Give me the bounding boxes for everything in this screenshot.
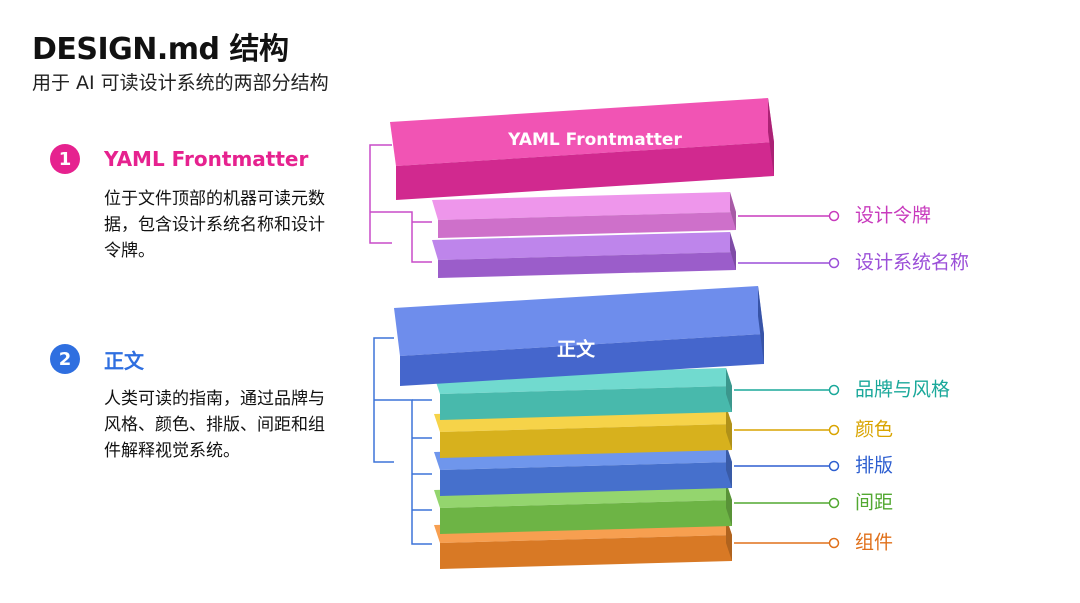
- leader-dot: [828, 460, 840, 472]
- section-title: YAML Frontmatter: [104, 147, 309, 171]
- leader-dot: [828, 257, 840, 269]
- leader-dot: [828, 424, 840, 436]
- body-layer-label: 组件: [855, 532, 893, 554]
- bracket-body-inner: [374, 399, 432, 545]
- frontmatter-layer-label: 设计令牌: [855, 205, 931, 227]
- body-layer-label: 颜色: [855, 419, 893, 441]
- page-subtitle: 用于 AI 可读设计系统的两部分结构: [32, 72, 329, 94]
- leader-dot: [828, 497, 840, 509]
- section-title: 正文: [104, 348, 144, 373]
- body-layer-label: 品牌与风格: [855, 379, 950, 401]
- section-number-badge: 2: [50, 344, 80, 374]
- body-block-label: 正文: [557, 338, 596, 361]
- section-description: 位于文件顶部的机器可读元数据，包含设计系统名称和设计令牌。: [104, 189, 325, 261]
- frontmatter-layer-slab: [432, 232, 736, 278]
- leader-dot: [828, 537, 840, 549]
- frontmatter-layer-label: 设计系统名称: [855, 252, 969, 274]
- bracket-frontmatter-inner: [370, 211, 432, 263]
- body-layer-label: 排版: [855, 455, 893, 477]
- frontmatter-layer-slab: [432, 192, 736, 238]
- bracket-frontmatter: [369, 144, 392, 244]
- leader-dot: [828, 384, 840, 396]
- section-body: 2 正文 人类可读的指南，通过品牌与风格、颜色、排版、间距和组件解释视觉系统。: [50, 342, 350, 464]
- section-number-badge: 1: [50, 144, 80, 174]
- page-title: DESIGN.md 结构: [32, 32, 289, 67]
- body-layer-label: 间距: [855, 492, 893, 514]
- section-description: 人类可读的指南，通过品牌与风格、颜色、排版、间距和组件解释视觉系统。: [104, 389, 325, 461]
- frontmatter-block-slab: [390, 98, 774, 200]
- section-frontmatter: 1 YAML Frontmatter 位于文件顶部的机器可读元数据，包含设计系统…: [50, 142, 350, 264]
- leader-dot: [828, 210, 840, 222]
- frontmatter-block-label: YAML Frontmatter: [507, 130, 682, 150]
- body-block-slab: [394, 286, 764, 386]
